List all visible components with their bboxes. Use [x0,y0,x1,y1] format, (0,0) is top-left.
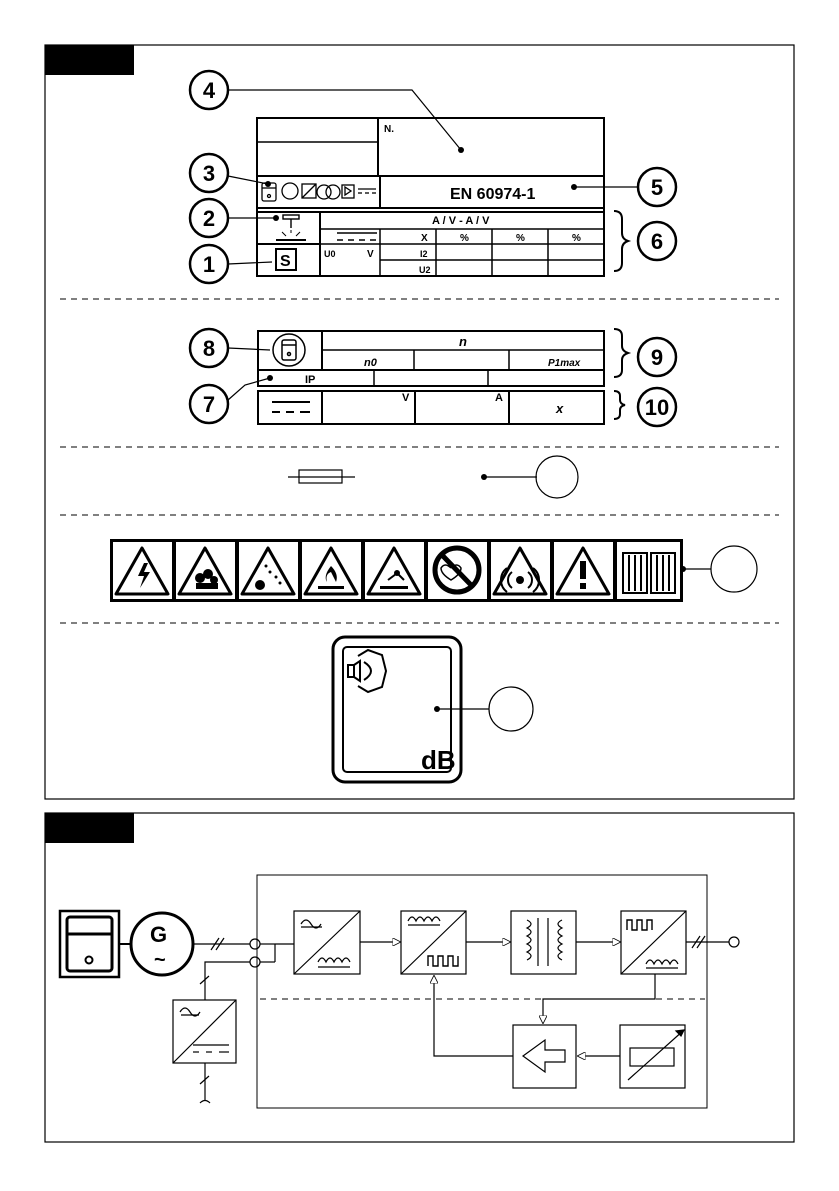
x-label: X [421,233,428,244]
figure-2-label-tab [45,813,134,843]
radiation-eye-icon [366,546,422,596]
transformer-block [510,910,577,975]
general-warning-icon [555,546,611,596]
svg-text:S: S [280,253,291,270]
svg-text:%: % [460,233,469,244]
svg-text:%: % [572,233,581,244]
control-block [512,1024,577,1089]
u0-label: U0 [324,249,336,259]
sparks-icon [240,546,296,596]
ip-label: IP [305,374,315,386]
inverter-block [400,910,467,975]
svg-text:A: A [495,392,503,404]
av-range-label: A / V - A / V [432,215,490,227]
svg-text:x: x [555,401,564,416]
callout-1: 1 [203,252,215,277]
generator-label: G [150,922,167,947]
callout-4: 4 [203,78,216,103]
read-manual-icon [622,552,676,594]
v-label: V [367,249,374,260]
rating-plate-text: N. EN 60974-1 A / V - A / V X % % % U0 V… [324,124,581,275]
u2-label: U2 [419,265,431,275]
figure-1-label-tab [45,45,134,75]
serial-number-label: N. [384,124,394,135]
callout-8: 8 [203,336,215,361]
engine-block [58,909,121,979]
warning-strip [110,539,683,602]
output-rectifier-block [620,910,687,975]
db-label: dB [421,745,456,775]
dashed-separators [60,298,779,624]
ear-protection-icon [347,648,388,694]
n0-label: n0 [364,357,378,369]
rating-plate [256,117,605,277]
engine-plate [257,330,605,425]
setpoint-block [619,1024,686,1089]
aux-converter-block [172,999,237,1064]
fuse-icon [288,469,355,484]
engine-plate-text: n n0 P1max IP V A x [305,334,581,416]
svg-text:V: V [402,392,410,404]
n-label: n [459,334,467,349]
engine-icon [272,333,306,367]
noise-label: dB [331,635,463,784]
s-symbol-icon: S [275,248,297,271]
svg-text:%: % [516,233,525,244]
standard-label: EN 60974-1 [450,186,535,203]
callout-5: 5 [651,175,663,200]
block-diagram: G ~ [58,874,740,1109]
callout-7: 7 [203,392,215,417]
i2-label: I2 [420,249,428,259]
figure-1-frame [44,44,795,800]
fire-icon [303,546,359,596]
callout-6: 6 [651,229,663,254]
callouts: 4 3 2 1 5 6 8 7 9 10 [188,69,758,732]
generator-symbol: ~ [154,949,166,971]
callout-3: 3 [203,161,215,186]
dc-output-icon [272,401,310,413]
no-pacemaker-icon [432,545,482,595]
callout-2: 2 [203,206,215,231]
callout-9: 9 [651,345,663,370]
electromagnetic-icon [492,546,548,596]
figure-2-frame [44,812,795,1143]
welding-torch-icon [276,214,306,241]
callout-10: 10 [645,395,669,420]
machine-type-icons [261,182,376,202]
dc-symbol-icon [337,232,377,241]
fumes-icon [177,546,233,596]
electric-shock-icon [114,546,170,596]
p-label: P1max [548,358,581,369]
rectifier-block [293,910,361,975]
